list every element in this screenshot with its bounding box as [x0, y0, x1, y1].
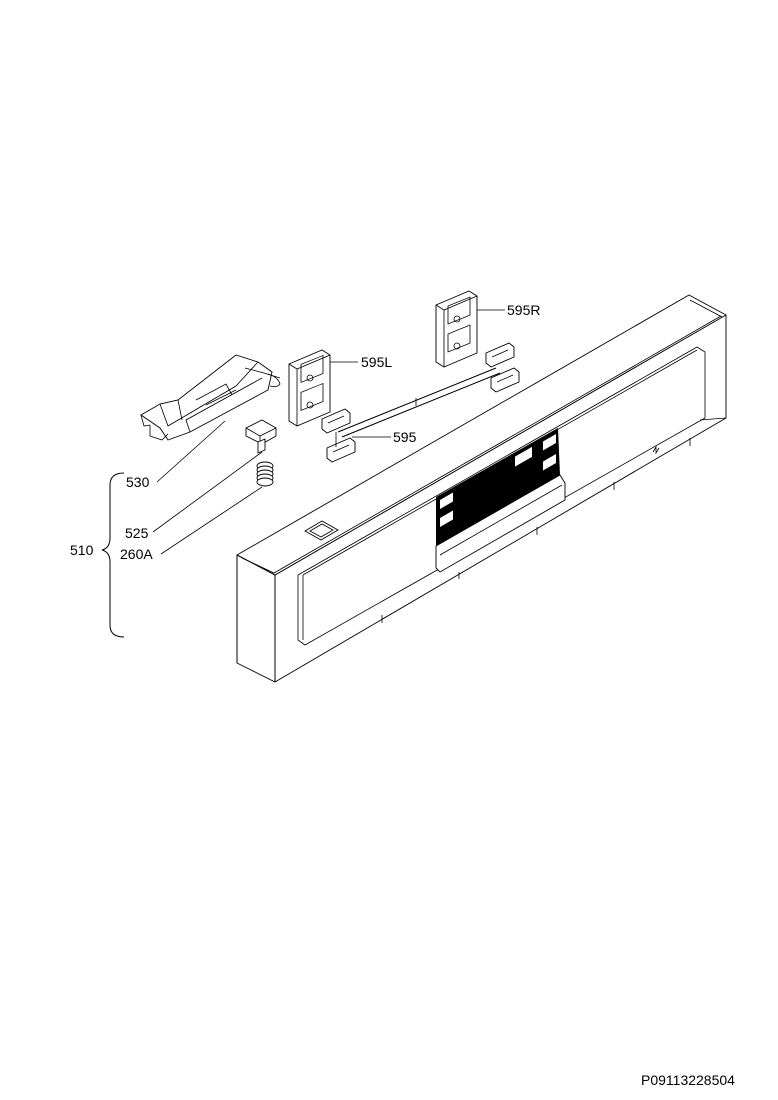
part-595-button-bar: [321, 342, 520, 463]
display-window: [435, 428, 566, 573]
display-segment: [440, 492, 453, 509]
label-260A: 260A: [120, 546, 153, 562]
label-510: 510: [70, 542, 94, 558]
label-595: 595: [393, 429, 417, 445]
label-595R: 595R: [507, 302, 540, 318]
display-segment: [543, 453, 556, 471]
part-525-button: [245, 419, 277, 454]
part-530-bracket: [140, 354, 281, 441]
display-segment: [440, 510, 453, 527]
part-260A-spring: [256, 461, 274, 487]
label-525: 525: [125, 525, 149, 541]
part-595R-switch-board: [435, 290, 478, 368]
display-segment: [543, 433, 556, 451]
part-595L-switch-board: [288, 349, 331, 427]
leader-lines: [152, 309, 505, 555]
footer-code: P09113228504: [641, 1072, 735, 1088]
brace-510: [101, 472, 125, 638]
label-530: 530: [126, 474, 150, 490]
button-hole: [304, 520, 339, 541]
display-segment: [515, 446, 532, 467]
label-595L: 595L: [361, 354, 392, 370]
